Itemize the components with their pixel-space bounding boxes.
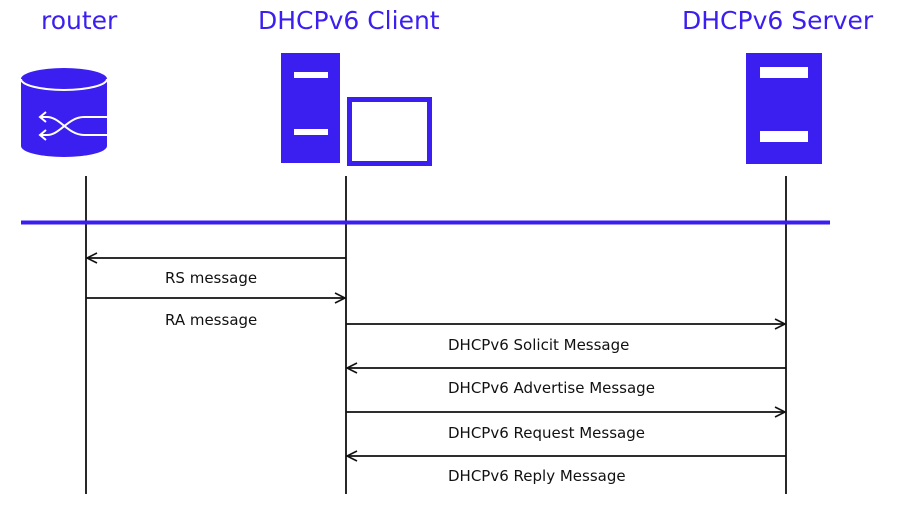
message-label: DHCPv6 Solicit Message: [448, 336, 629, 354]
actor-label-client: DHCPv6 Client: [258, 6, 440, 35]
actor-label-router: router: [41, 6, 118, 35]
actor-label-server: DHCPv6 Server: [682, 6, 874, 35]
message-label: RA message: [165, 311, 257, 329]
router-icon: [20, 68, 122, 157]
message-label: DHCPv6 Reply Message: [448, 467, 626, 485]
message-1: RA message: [86, 298, 345, 329]
message-label: DHCPv6 Advertise Message: [448, 379, 655, 397]
message-0: RS message: [87, 258, 346, 287]
message-label: RS message: [165, 269, 257, 287]
server-icon: [746, 53, 822, 164]
message-label: DHCPv6 Request Message: [448, 424, 645, 442]
message-3: DHCPv6 Advertise Message: [347, 368, 786, 397]
message-4: DHCPv6 Request Message: [346, 412, 785, 442]
message-5: DHCPv6 Reply Message: [347, 456, 786, 485]
client-computer-icon: [281, 53, 432, 166]
message-2: DHCPv6 Solicit Message: [346, 324, 785, 354]
